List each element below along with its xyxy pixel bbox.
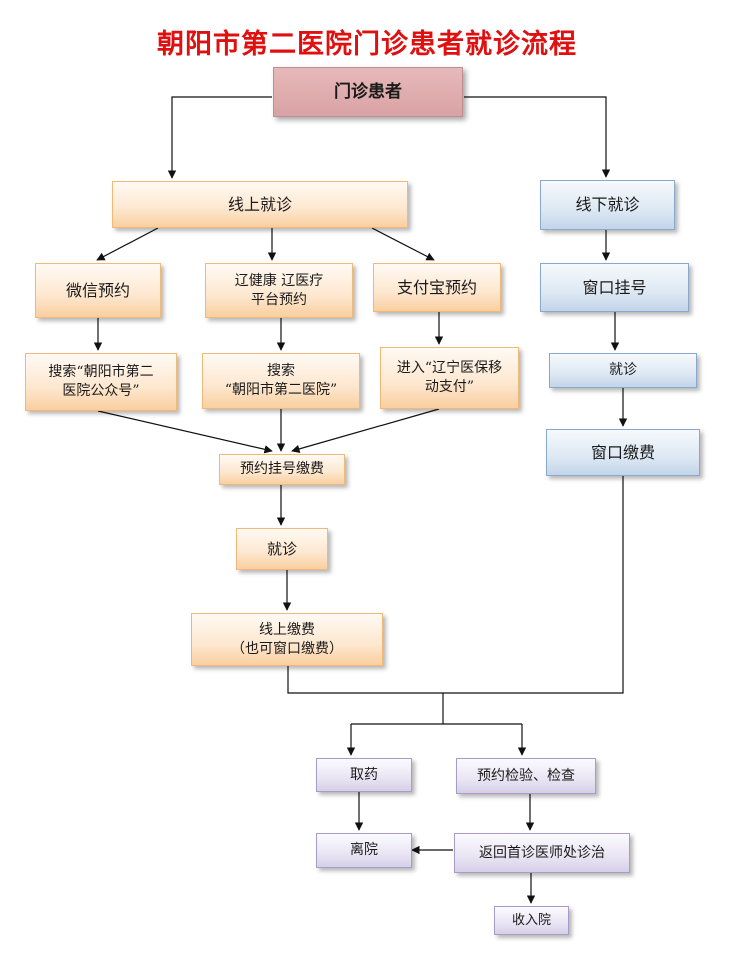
online-payment-node: 线上缴费 （也可窗口缴费）: [191, 613, 383, 666]
start-node-label: 门诊患者: [334, 81, 402, 102]
arrow-start-to-offline: [464, 96, 611, 178]
arrow-online-to-wechat: [96, 227, 159, 261]
admit-hospital-label: 收入院: [511, 912, 551, 928]
merge-line-online: [287, 476, 624, 694]
admit-hospital-node: 收入院: [494, 906, 569, 935]
online-visit-node: 线上就诊: [112, 181, 408, 228]
wechat-booking-node: 微信预约: [35, 263, 161, 318]
search-wechat-line1: 搜索“朝阳市第二: [48, 364, 154, 381]
liao-platform-line2: 平台预约: [251, 291, 307, 308]
offline-visit-node: 线下就诊: [540, 180, 675, 230]
alipay-booking-label: 支付宝预约: [396, 277, 477, 297]
booking-payment-node: 预约挂号缴费: [219, 454, 345, 485]
book-exam-node: 预约检验、检查: [456, 758, 596, 794]
search-wechat-line2: 医院公众号”: [62, 383, 140, 399]
wechat-booking-label: 微信预约: [65, 280, 130, 300]
window-register-label: 窗口挂号: [582, 277, 647, 297]
start-node: 门诊患者: [273, 67, 463, 117]
book-exam-label: 预约检验、检查: [477, 767, 575, 784]
liao-platform-booking-node: 辽健康 辽医疗 平台预约: [205, 263, 353, 318]
online-visit-label: 线上就诊: [227, 194, 292, 214]
search-liao-line2: “朝阳市第二医院”: [224, 382, 338, 398]
enter-alipay-node: 进入“辽宁医保移 动支付”: [380, 347, 519, 409]
window-payment-label: 窗口缴费: [590, 442, 655, 462]
enter-alipay-line1: 进入“辽宁医保移: [396, 360, 503, 377]
return-to-doctor-label: 返回首诊医师处诊治: [479, 844, 605, 861]
enter-alipay-line2: 动支付”: [424, 379, 475, 395]
offline-consultation-label: 就诊: [609, 362, 637, 379]
window-payment-node: 窗口缴费: [546, 429, 700, 476]
arrow-enter-alipay-to-booking: [291, 408, 440, 453]
arrow-start-to-online: [167, 96, 272, 179]
alipay-booking-node: 支付宝预约: [373, 263, 501, 312]
arrow-search-wechat-to-booking: [97, 410, 273, 454]
leave-hospital-label: 离院: [350, 842, 378, 859]
search-wechat-node: 搜索“朝阳市第二 医院公众号”: [25, 353, 177, 411]
take-medicine-node: 取药: [316, 758, 412, 792]
booking-payment-label: 预约挂号缴费: [240, 461, 324, 478]
liao-platform-line1: 辽健康 辽医疗: [234, 272, 324, 289]
search-liao-node: 搜索 “朝阳市第二医院”: [202, 353, 360, 409]
offline-consultation-node: 就诊: [549, 353, 697, 388]
leave-hospital-node: 离院: [316, 833, 412, 868]
online-consultation-label: 就诊: [266, 539, 297, 558]
window-register-node: 窗口挂号: [540, 263, 689, 312]
arrow-online-to-alipay: [371, 227, 435, 261]
take-medicine-label: 取药: [350, 766, 378, 783]
search-liao-line1: 搜索: [267, 363, 295, 380]
online-payment-line2: （也可窗口缴费）: [231, 640, 343, 657]
online-consultation-node: 就诊: [236, 528, 328, 570]
return-to-doctor-node: 返回首诊医师处诊治: [454, 833, 630, 873]
page-title: 朝阳市第二医院门诊患者就诊流程: [157, 29, 577, 60]
offline-visit-label: 线下就诊: [575, 195, 640, 215]
online-payment-line1: 线上缴费: [259, 621, 315, 638]
